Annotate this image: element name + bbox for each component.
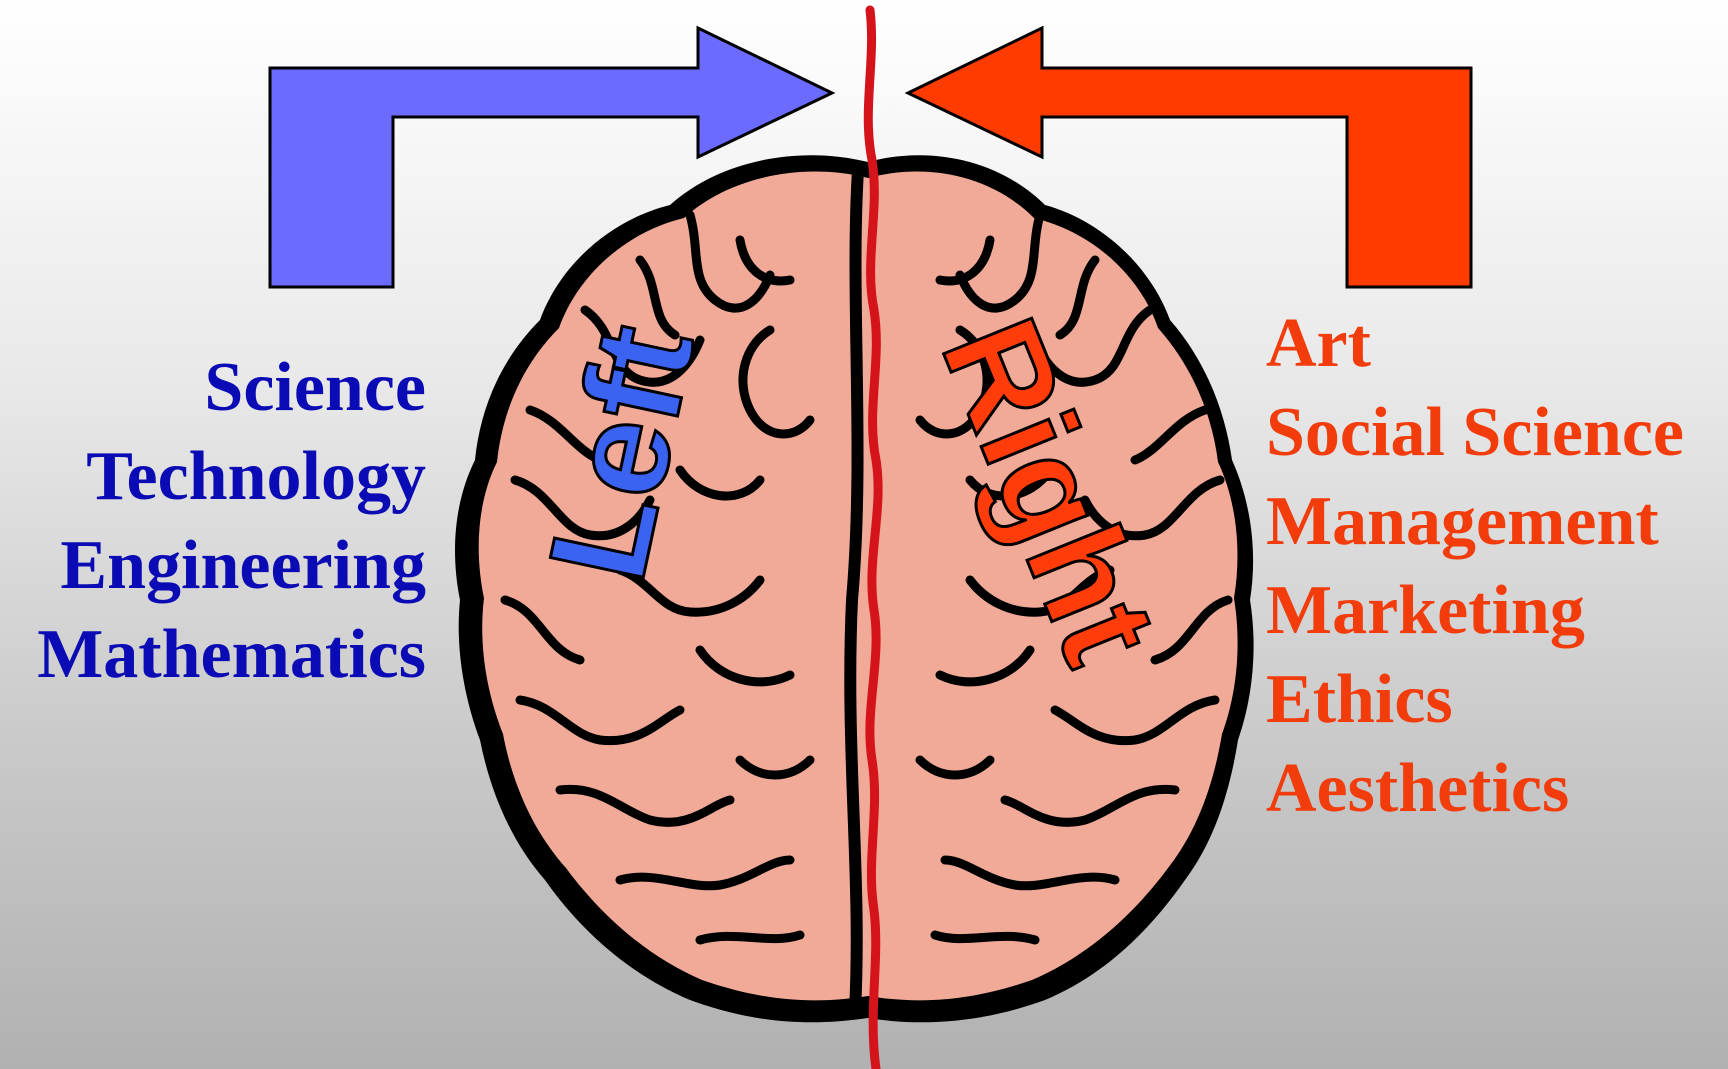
right-arrow (904, 25, 1473, 289)
list-item: Management (1266, 483, 1659, 560)
left-subject-list: Science Technology Engineering Mathemati… (37, 343, 426, 699)
list-item: Aesthetics (1266, 750, 1570, 827)
left-arrow (268, 25, 836, 289)
list-item: Social Science (1266, 394, 1684, 471)
list-item: Mathematics (37, 616, 426, 693)
right-subject-list: Art Social Science Management Marketing … (1266, 299, 1684, 833)
list-item: Engineering (60, 527, 426, 604)
list-item: Science (204, 349, 426, 426)
brain-illustration (455, 5, 1254, 1069)
list-item: Marketing (1266, 572, 1585, 649)
list-item: Art (1266, 305, 1371, 382)
list-item: Ethics (1266, 661, 1453, 738)
list-item: Technology (86, 438, 426, 515)
divider-line (863, 5, 883, 1069)
